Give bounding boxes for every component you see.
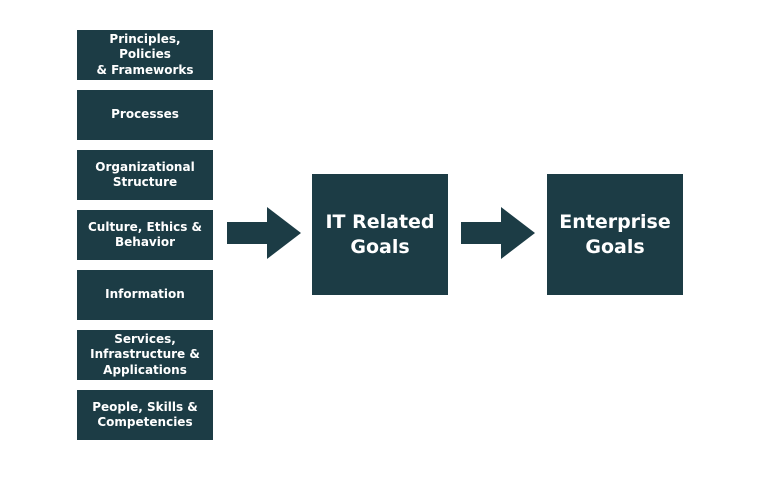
arrow-it-goals-to-enterprise-goals [461,207,535,259]
enabler-principles-policies-frameworks: Principles, Policies & Frameworks [77,30,213,80]
enabler-processes: Processes [77,90,213,140]
enterprise-goals-box: Enterprise Goals [547,174,683,295]
enabler-culture-ethics-behavior: Culture, Ethics & Behavior [77,210,213,260]
it-related-goals-box: IT Related Goals [312,174,448,295]
enabler-organizational-structure: Organizational Structure [77,150,213,200]
enabler-people-skills-competencies: People, Skills & Competencies [77,390,213,440]
enabler-services-infrastructure-applications: Services, Infrastructure & Applications [77,330,213,380]
arrow-enablers-to-it-goals [227,207,301,259]
enabler-information: Information [77,270,213,320]
